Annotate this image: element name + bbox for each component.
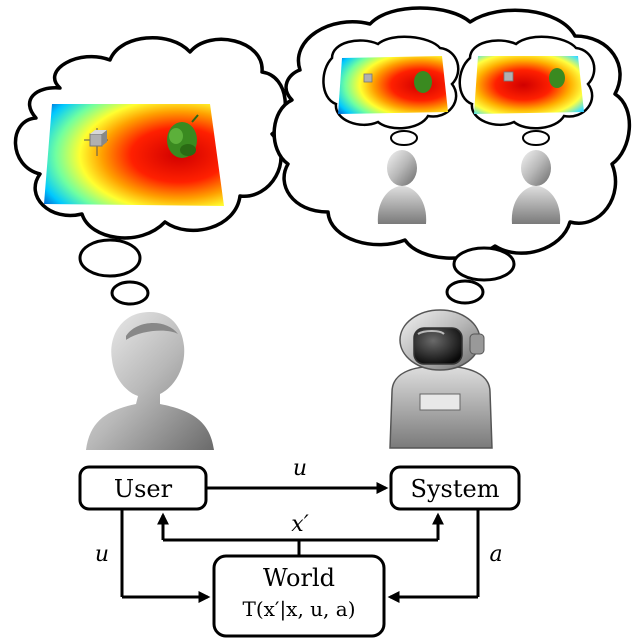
edge-world-feedback — [157, 512, 444, 556]
user-thought-cloud — [13, 35, 287, 306]
robot-blob-icon — [167, 114, 199, 158]
system-thought-cloud — [272, 6, 631, 305]
thought-bubble-small-2 — [110, 280, 150, 306]
world-node-title: World — [263, 564, 335, 592]
thought-bubble-small-2 — [445, 279, 485, 305]
target-cube-icon — [84, 128, 108, 156]
system-node-label: System — [411, 475, 500, 503]
belief-heatmap — [338, 56, 448, 114]
inner-thought-2 — [458, 35, 596, 146]
belief-heatmap — [44, 104, 224, 206]
robot-blob-icon — [549, 68, 565, 88]
edge-user-to-system-label: u — [293, 456, 307, 481]
person-silhouette-icon — [511, 150, 561, 224]
edge-user-to-world — [120, 509, 211, 603]
system-avatar — [389, 309, 493, 449]
target-cube-icon — [363, 73, 373, 83]
inner-thought-1 — [322, 35, 460, 146]
robot-icon — [389, 309, 493, 449]
world-node-formula: T(x′|x, u, a) — [242, 597, 355, 622]
system-node — [389, 465, 521, 511]
person-silhouette-icon — [86, 312, 214, 450]
user-avatar — [86, 312, 214, 450]
block-diagram: User System World T(x′|x, u, a) u x′ u — [78, 456, 521, 638]
thought-bubble-icon — [272, 6, 631, 260]
user-node-label: User — [114, 475, 173, 503]
thought-bubble-small-1 — [78, 238, 142, 278]
thought-bubble-small-1 — [452, 246, 516, 282]
edge-system-to-world — [387, 509, 480, 603]
edge-system-to-world-label: a — [489, 542, 502, 567]
person-silhouette-icon — [377, 150, 427, 224]
edge-user-to-world-label: u — [95, 542, 109, 567]
target-cube-icon — [503, 71, 514, 82]
edge-world-feedback-label: x′ — [291, 512, 308, 537]
robot-blob-icon — [414, 71, 432, 93]
belief-heatmap — [474, 56, 584, 114]
